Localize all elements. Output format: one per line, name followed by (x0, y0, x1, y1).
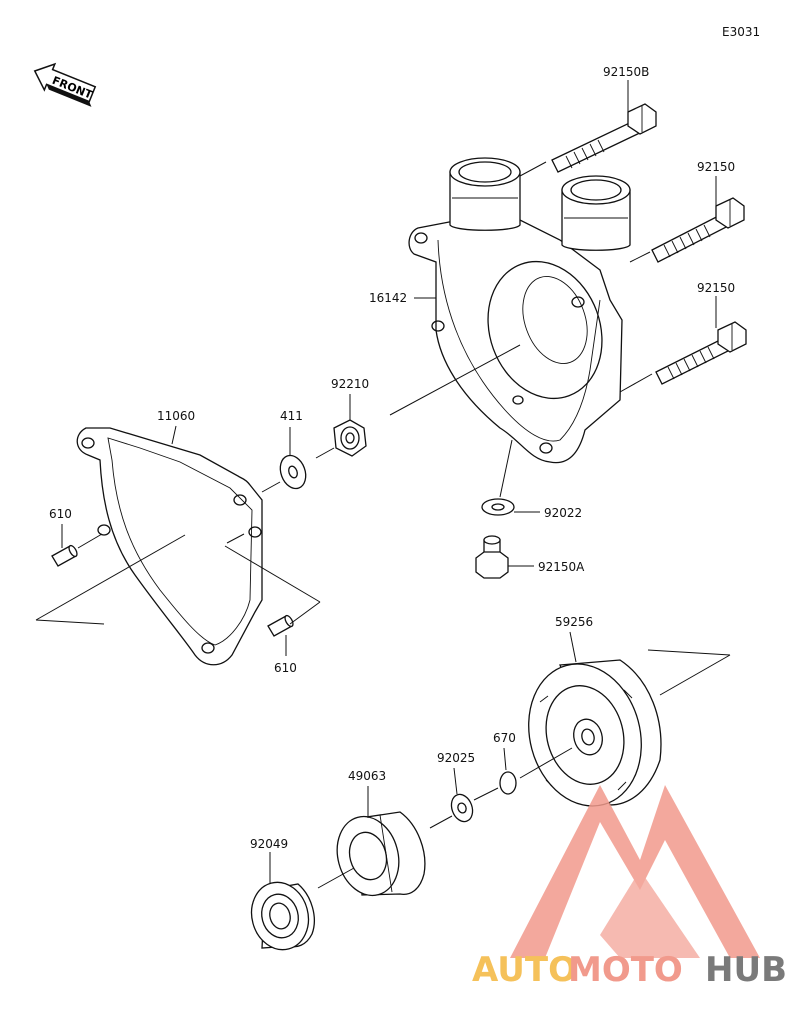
dowel-pin-upper (51, 544, 78, 567)
label-92150B: 92150B (603, 65, 649, 79)
bolt-92150-lower (655, 321, 747, 385)
dowel-pin-lower (267, 614, 294, 637)
watermark-logo (510, 785, 760, 958)
label-92150A: 92150A (538, 560, 585, 574)
watermark-text-moto: MOTO (568, 950, 683, 990)
gasket (76, 427, 263, 666)
label-16142: 16142 (369, 291, 407, 305)
label-92210: 92210 (331, 377, 369, 391)
washer-411 (279, 454, 307, 490)
water-pump-cover (408, 157, 631, 464)
drain-bolt-92150A (475, 535, 509, 579)
o-ring-670 (499, 771, 517, 795)
front-arrow-icon: FRONT (33, 62, 97, 107)
part-labels: 92150B 92150 92150 16142 92210 411 11060… (49, 65, 735, 851)
label-610-lower: 610 (274, 661, 297, 675)
bolt-92150B (551, 103, 657, 173)
watermark-text-auto: AUTO (472, 950, 577, 990)
impeller (528, 659, 662, 807)
label-59256: 59256 (555, 615, 593, 629)
bearing (250, 881, 315, 951)
watermark-text-hub: HUB (705, 950, 787, 990)
label-49063: 49063 (348, 769, 386, 783)
bolt-92150-upper (651, 197, 745, 263)
nut-92210 (333, 419, 367, 457)
label-11060: 11060 (157, 409, 195, 423)
label-92049: 92049 (250, 837, 288, 851)
label-92025: 92025 (437, 751, 475, 765)
label-92150-lower: 92150 (697, 281, 735, 295)
diagram-code: E3031 (722, 25, 760, 39)
washer-92025 (450, 793, 474, 823)
leader-lines (35, 80, 731, 889)
label-92150-upper: 92150 (697, 160, 735, 174)
mechanical-seal (336, 811, 426, 897)
washer-92022 (481, 498, 515, 516)
label-92022: 92022 (544, 506, 582, 520)
label-610-upper: 610 (49, 507, 72, 521)
label-411: 411 (280, 409, 303, 423)
label-670: 670 (493, 731, 516, 745)
